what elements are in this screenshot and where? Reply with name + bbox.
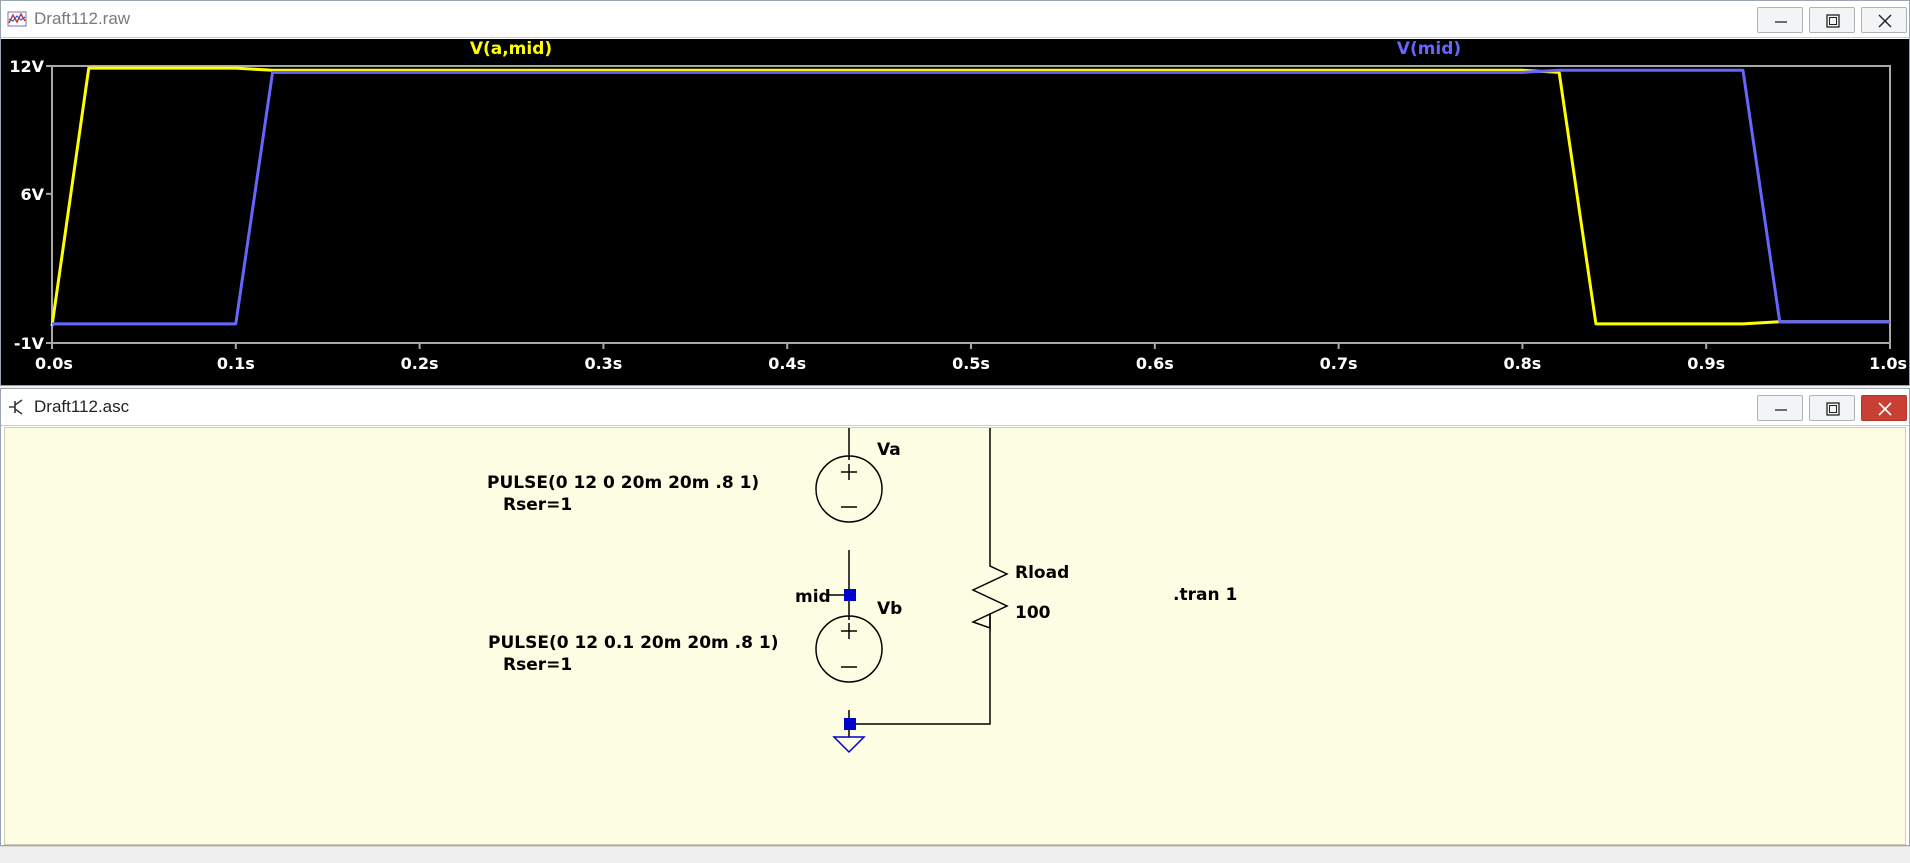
plot-frame [51, 65, 1891, 344]
y-tick-label: 6V [20, 185, 44, 204]
schematic-icon [7, 397, 29, 417]
waveform-icon [7, 9, 29, 29]
maximize-button[interactable] [1809, 7, 1855, 33]
va-name[interactable]: Va [877, 440, 901, 460]
status-bar [0, 846, 1910, 863]
maximize-button[interactable] [1809, 395, 1855, 421]
maximize-icon [1826, 402, 1840, 416]
voltage-source-va[interactable] [815, 455, 883, 523]
rload-value[interactable]: 100 [1015, 603, 1051, 623]
wires[interactable] [829, 421, 991, 737]
vb-name[interactable]: Vb [877, 599, 902, 619]
close-button[interactable] [1861, 395, 1907, 421]
schematic-canvas[interactable]: a Va PULSE(0 12 0 20m 20m .8 1) Rser=1 m… [4, 404, 1906, 845]
x-tick-label: 0.1s [217, 354, 255, 373]
x-tick-label: 1.0s [1869, 354, 1907, 373]
trace-line-v-mid[interactable] [52, 68, 1890, 326]
voltage-source-vb[interactable] [815, 615, 883, 683]
minimize-button[interactable] [1757, 7, 1803, 33]
waveform-plot-area[interactable]: V(a,mid) V(mid) 12V 6V -1V 0.0s 0.1s 0.2s 0.3… [1, 39, 1909, 385]
close-button[interactable] [1861, 7, 1907, 33]
x-tick-label: 0.8s [1503, 354, 1541, 373]
x-tick-label: 0.5s [952, 354, 990, 373]
waveform-chart[interactable]: V(a,mid) V(mid) 12V 6V -1V 0.0s 0.1s 0.2s 0.3… [1, 39, 1909, 385]
rload-name[interactable]: Rload [1015, 563, 1069, 583]
x-tick-label: 0.2s [401, 354, 439, 373]
ground-icon[interactable] [832, 736, 866, 754]
schematic-window-title: Draft112.asc [34, 397, 130, 416]
schematic-drawing[interactable]: a Va PULSE(0 12 0 20m 20m .8 1) Rser=1 m… [5, 404, 1905, 844]
maximize-icon [1826, 14, 1840, 28]
wire-ground[interactable] [848, 613, 991, 725]
x-tick-label: 0.0s [35, 354, 73, 373]
waveform-window[interactable]: Draft112.raw V(a,mid) V(mid) 12V 6V -1V 0.… [0, 0, 1910, 386]
resistor-rload[interactable] [971, 560, 1009, 630]
waveform-title-bar[interactable]: Draft112.raw [1, 1, 1909, 38]
minimize-button[interactable] [1757, 395, 1803, 421]
node-label-mid[interactable]: mid [795, 587, 831, 607]
x-tick-label: 0.7s [1320, 354, 1358, 373]
close-icon [1878, 14, 1892, 28]
node-junction-ground[interactable] [844, 718, 856, 730]
trace-label-v-mid[interactable]: V(mid) [1397, 39, 1461, 59]
trace-line-v-a-mid[interactable] [50, 66, 1890, 327]
va-value[interactable]: PULSE(0 12 0 20m 20m .8 1) [487, 473, 759, 493]
x-tick-label: 0.4s [768, 354, 806, 373]
schematic-title-bar[interactable]: Draft112.asc [1, 389, 1909, 426]
trace-label-v-a-mid[interactable]: V(a,mid) [470, 39, 552, 59]
x-tick-label: 0.6s [1136, 354, 1174, 373]
schematic-window[interactable]: Draft112.asc a [0, 388, 1910, 846]
spice-directive[interactable]: .tran 1 [1173, 585, 1237, 605]
minimize-icon [1775, 409, 1787, 411]
close-icon [1878, 402, 1892, 416]
node-junction-mid[interactable] [844, 589, 856, 601]
x-tick-label: 0.9s [1687, 354, 1725, 373]
va-rser[interactable]: Rser=1 [503, 495, 572, 515]
y-tick-label: -1V [14, 334, 45, 353]
vb-rser[interactable]: Rser=1 [503, 655, 572, 675]
minimize-icon [1775, 21, 1787, 23]
x-tick-label: 0.3s [584, 354, 622, 373]
y-tick-label: 12V [9, 57, 44, 76]
waveform-window-title: Draft112.raw [34, 9, 131, 28]
vb-value[interactable]: PULSE(0 12 0.1 20m 20m .8 1) [488, 633, 778, 653]
wire-node-a[interactable] [849, 421, 991, 560]
